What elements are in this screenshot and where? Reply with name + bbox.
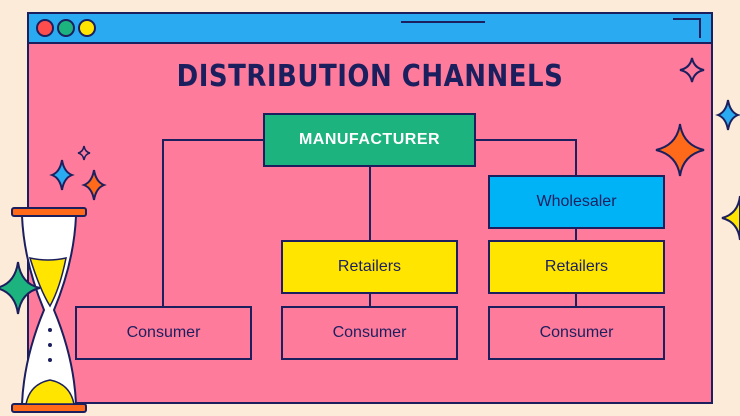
window-dot-red [36,19,54,37]
corner-mark [673,18,701,38]
node-consumer-3[interactable]: Consumer [488,306,665,360]
sparkle-icon [81,169,107,201]
titlebar-line [401,21,485,23]
node-consumer-2[interactable]: Consumer [281,306,458,360]
window-titlebar [29,14,711,44]
node-consumer-1[interactable]: Consumer [75,306,252,360]
node-wholesaler[interactable]: Wholesaler [488,175,665,229]
hourglass-icon [11,207,87,413]
page-title: DISTRIBUTION CHANNELS [176,59,564,95]
node-retailers-1[interactable]: Retailers [281,240,458,294]
sparkle-icon [0,261,41,315]
window-dot-yellow [78,19,96,37]
sparkle-icon [679,57,705,83]
sparkle-icon [77,145,91,161]
node-manufacturer[interactable]: MANUFACTURER [263,113,476,167]
sparkle-icon [715,99,740,131]
sparkle-icon [721,195,740,241]
window-dot-green [57,19,75,37]
sparkle-icon [655,123,705,177]
node-retailers-2[interactable]: Retailers [488,240,665,294]
sparkle-icon [49,159,75,191]
